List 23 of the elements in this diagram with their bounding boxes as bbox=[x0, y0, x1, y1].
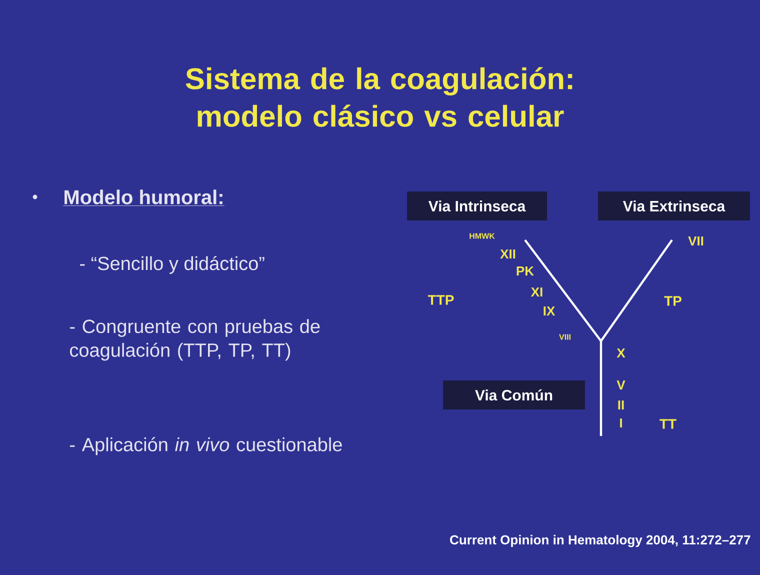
pathway-box: Via Común bbox=[443, 380, 585, 410]
factor-label: VII bbox=[688, 236, 704, 246]
bullet-text: - Aplicación in vivo cuestionable bbox=[70, 437, 342, 456]
factor-label: V bbox=[616, 380, 626, 390]
factor-label: TT bbox=[660, 419, 676, 429]
factor-label: VIII bbox=[559, 334, 570, 340]
citation: Current Opinion in Hematology 2004, 11:272–277 bbox=[450, 534, 750, 548]
factor-label: X bbox=[616, 348, 626, 358]
bullet-text: - Congruente con pruebas de coagulación (TTP, TP, TT) bbox=[70, 319, 320, 361]
factor-label: HMWK bbox=[470, 233, 495, 239]
pathway-box: Via Intrinseca bbox=[407, 192, 547, 220]
factor-label: PK bbox=[516, 266, 534, 276]
pathway-box: Via Extrinseca bbox=[598, 192, 750, 220]
title: Sistema de la coagulación: modelo clásico vs celular bbox=[186, 67, 572, 127]
factor-label: I bbox=[620, 418, 622, 428]
bullet-heading: Modelo humoral: bbox=[63, 190, 224, 206]
factor-label: IX bbox=[544, 306, 556, 316]
factor-label: XI bbox=[530, 288, 542, 296]
factor-label: TP bbox=[664, 296, 682, 306]
factor-label: II bbox=[618, 400, 624, 410]
factor-label: TTP bbox=[428, 295, 454, 305]
bullet-text: - “Sencillo y didáctico” bbox=[80, 256, 264, 274]
factor-label: XII bbox=[500, 250, 516, 258]
